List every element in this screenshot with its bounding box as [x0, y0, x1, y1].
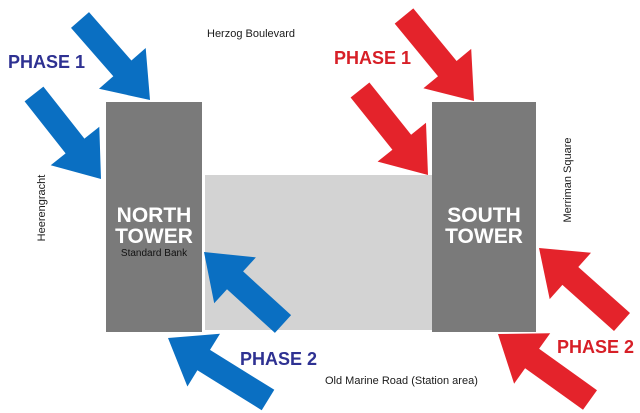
north-tower-block: [106, 102, 202, 332]
north-phase1-arrow-side: [24, 86, 102, 179]
street-label-south: Old Marine Road (Station area): [325, 375, 478, 387]
south-phase2-label: PHASE 2: [557, 337, 634, 357]
south-tower-label-line2: TOWER: [445, 225, 523, 248]
south-phase2-arrow-bottom: [498, 333, 597, 410]
street-label-west: Heerengracht: [36, 175, 48, 242]
north-phase1-label: PHASE 1: [8, 52, 85, 72]
south-phase1-arrow-side: [350, 82, 428, 175]
south-phase1-arrow-top: [394, 8, 474, 101]
street-label-east: Merriman Square: [562, 138, 574, 223]
north-phase1-arrow-top: [71, 12, 150, 101]
north-tower-tenant: Standard Bank: [121, 248, 188, 259]
north-phase2-label: PHASE 2: [240, 349, 317, 369]
south-phase1-label: PHASE 1: [334, 48, 411, 68]
north-tower-label-line2: TOWER: [115, 225, 193, 248]
south-tower-block: [432, 102, 536, 332]
south-phase2-arrow-side: [539, 248, 630, 331]
street-label-north: Herzog Boulevard: [207, 28, 295, 40]
north-phase2-arrow-bottom: [168, 333, 275, 411]
north-phase2-arrow-inner: [204, 252, 292, 333]
south-tower-label-line1: SOUTH: [447, 204, 521, 227]
podium-block: [205, 175, 432, 330]
north-tower-label-line1: NORTH: [117, 204, 192, 227]
